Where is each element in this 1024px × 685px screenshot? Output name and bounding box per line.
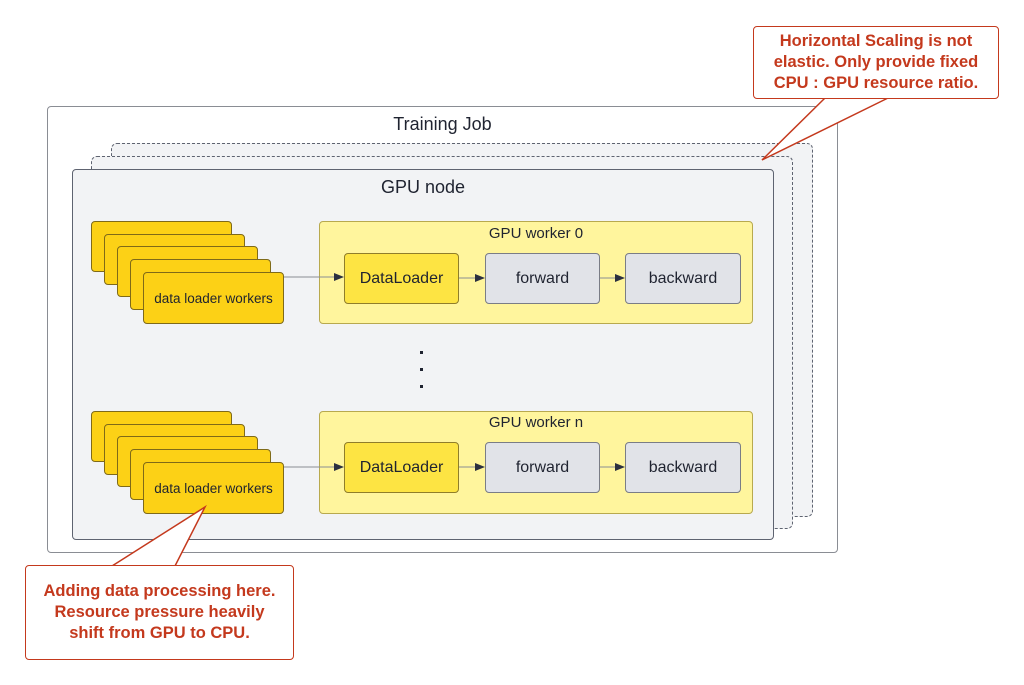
callout-line: Adding data processing here.: [43, 582, 276, 600]
training-job-title: Training Job: [393, 114, 492, 134]
data-loader-workers-card: data loader workers: [143, 272, 284, 324]
dataloader-box: DataLoader: [344, 442, 459, 493]
gpu-worker-title: GPU worker n: [488, 414, 584, 431]
ellipsis-dot: [420, 351, 423, 354]
gpu-node-title: GPU node: [380, 177, 466, 197]
ellipsis-dot: [420, 368, 423, 371]
gpu-worker-title: GPU worker 0: [488, 225, 584, 242]
callout-pointer-bottom-left: [109, 504, 207, 567]
dataloader-box: DataLoader: [344, 253, 459, 304]
callout-pointer-top-right: [761, 97, 889, 161]
callout-line: shift from GPU to CPU.: [69, 624, 250, 642]
callout-horizontal-scaling: Horizontal Scaling is not elastic. Only …: [753, 26, 999, 99]
callout-line: CPU : GPU resource ratio.: [773, 74, 979, 92]
ellipsis-dot: [420, 385, 423, 388]
callout-text: Adding data processing here. Resource pr…: [44, 581, 276, 644]
callout-line: elastic. Only provide fixed: [773, 53, 979, 71]
forward-box: forward: [485, 253, 600, 304]
backward-box: backward: [625, 253, 741, 304]
callout-data-processing: Adding data processing here. Resource pr…: [25, 565, 294, 660]
callout-line: Resource pressure heavily: [54, 603, 265, 621]
forward-box: forward: [485, 442, 600, 493]
callout-text: Horizontal Scaling is not elastic. Only …: [774, 31, 979, 94]
backward-box: backward: [625, 442, 741, 493]
callout-line: Horizontal Scaling is not: [779, 32, 973, 50]
data-loader-workers-card: data loader workers: [143, 462, 284, 514]
